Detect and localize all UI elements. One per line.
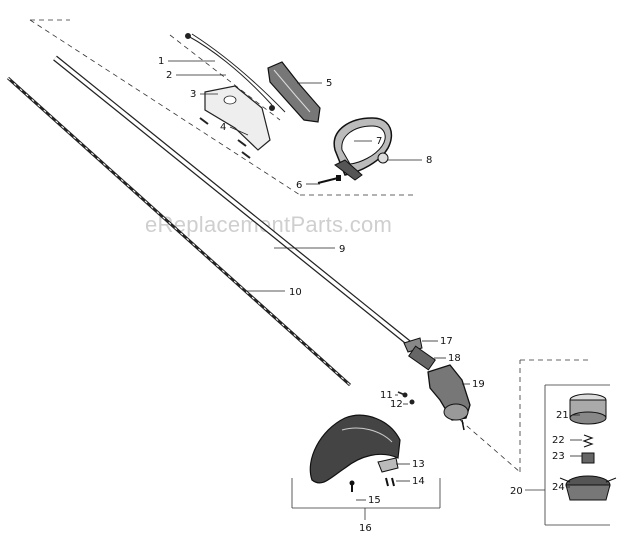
hub-part-23 [581,452,595,464]
screw-part-15 [349,480,355,492]
throttle-housing-part-5 [267,61,321,123]
throttle-cable-part-1-2 [185,33,286,113]
part-label-2: 2 [166,70,172,81]
bracket-16 [291,478,441,520]
screw-part-11-12 [397,391,415,405]
part-label-14: 14 [412,476,425,487]
part-label-18: 18 [448,353,461,364]
part-label-16: 16 [359,523,372,534]
part-label-22: 22 [552,435,565,446]
part-label-3: 3 [190,89,196,100]
part-label-20: 20 [510,486,523,497]
bolt-part-6 [317,175,341,184]
bump-head-part-24 [559,475,617,501]
guard-part-16 [309,414,401,484]
dashed-boundary-head [459,359,590,473]
part-label-7: 7 [376,136,382,147]
assist-handle-part-7 [333,117,393,181]
gear-head-part-19 [427,364,471,431]
part-label-10: 10 [289,287,302,298]
outer-tube-part-9 [53,55,417,351]
part-label-24: 24 [552,482,565,493]
part-label-19: 19 [472,379,485,390]
clamp-part-18 [408,345,436,371]
part-label-9: 9 [339,244,345,255]
part-label-11: 11 [380,390,393,401]
leader-lines [168,60,582,501]
part-label-23: 23 [552,451,565,462]
part-label-12: 12 [390,399,403,410]
part-label-5: 5 [326,78,332,89]
part-label-13: 13 [412,459,425,470]
line-cutter-part-13 [377,457,399,473]
knob-part-8 [377,152,389,164]
bracket-20 [525,384,610,526]
part-label-1: 1 [158,56,164,67]
spool-part-21 [569,393,607,425]
dashed-boundary-upper [29,19,415,196]
part-label-21: 21 [556,410,569,421]
part-label-8: 8 [426,155,432,166]
part-label-15: 15 [368,495,381,506]
drive-shaft-part-10 [6,76,352,387]
screw-part-14 [385,477,395,487]
part-number-labels: 1 2 3 4 5 6 7 8 9 10 11 12 13 14 15 16 1… [158,56,569,534]
screw-part-4 [199,117,251,159]
part-label-6: 6 [296,180,302,191]
part-label-4: 4 [220,122,226,133]
part-label-17: 17 [440,336,453,347]
spring-part-22 [582,434,594,448]
handle-housing-part-3 [204,85,271,151]
